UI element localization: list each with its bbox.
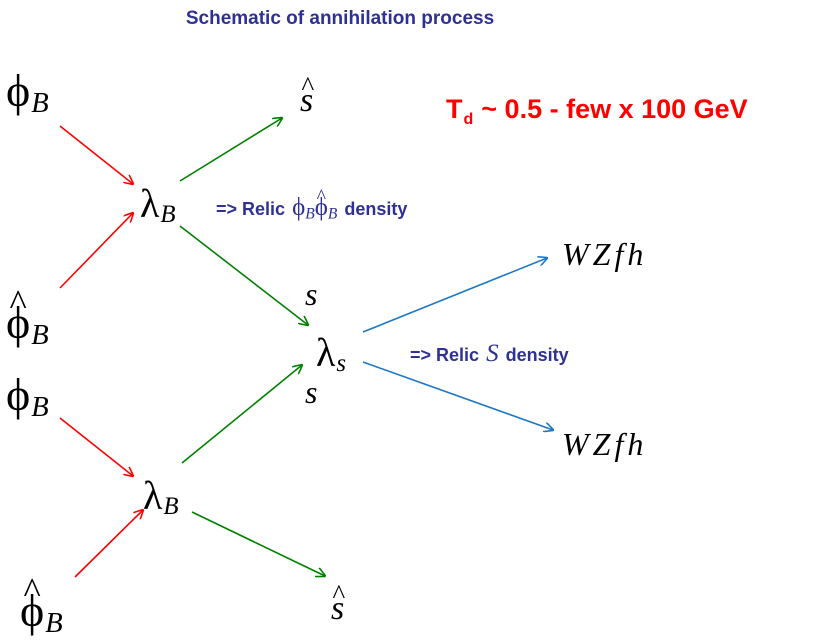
products-lower: WZfh [562,426,648,462]
phi-symbol: ϕ [6,369,31,420]
phi-hat-subscript: B [45,608,63,640]
arrow-phihatB2-to-lambdaB2 [74,510,143,578]
lambda-b-lower: λB [143,476,179,520]
phi-hat-b-upper: ϕB [6,300,49,351]
s-hat-symbol: s [331,592,344,626]
arrow-lambdaB2-to-shat2 [191,511,325,576]
temperature-subscript: d [463,111,474,128]
relic-s-note: => Relic S density [410,340,569,368]
phi-symbol: ϕ [6,65,31,116]
s-label-upper: s [305,276,318,312]
s-hat-top: s [300,84,313,118]
s-label-lower: s [305,374,318,410]
relic-s-prefix: => Relic [410,345,480,365]
lambda-b-upper: λB [140,184,176,228]
arrow-lambdaB1-to-shat1 [179,118,282,182]
lambda-symbol: λ [316,330,336,375]
temperature-value: ~ 0.5 - few x 100 GeV [481,94,748,124]
lambda-subscript: s [336,350,347,378]
arrow-phihatB1-to-lambdaB1 [59,213,133,289]
temperature-symbol: T [446,94,463,124]
phi-hat-b-bottom: ϕB [20,588,63,639]
lambda-symbol: λ [140,181,160,226]
relic-s-symbol: S [486,340,499,367]
lambda-symbol: λ [143,473,163,518]
phi-subscript: B [31,88,49,120]
phi-b-top: ϕB [6,68,49,119]
arrow-lambdas-to-wzfh1 [362,258,547,333]
lambda-subscript: B [160,201,176,229]
relic-phi-prefix: => Relic [216,199,286,219]
s-hat-symbol: s [300,84,313,118]
phi-b-lower: ϕB [6,372,49,423]
arrow-lambdas-to-wzfh2 [362,361,553,430]
s-hat-bottom: s [331,592,344,626]
arrow-phiB1-to-lambdaB1 [59,125,133,184]
relic-s-suffix: density [505,345,569,365]
arrow-lambdaB2-to-lambdas [181,365,302,464]
arrow-phiB2-to-lambdaB2 [59,417,133,476]
phi-hat-symbol: ϕ [6,300,30,346]
lambda-subscript: B [163,493,179,521]
diagram-title: Schematic of annihilation process [185,8,495,29]
arrow-lambdaB1-to-lambdas [179,225,308,325]
phi-hat-subscript: B [31,320,49,352]
lambda-s: λs [316,333,346,377]
relic-phi-suffix: density [344,199,408,219]
products-upper: WZfh [562,236,648,272]
phi-subscript: B [31,392,49,424]
decoupling-temperature: Td ~ 0.5 - few x 100 GeV [446,94,748,129]
phi-hat-symbol: ϕ [20,588,44,634]
